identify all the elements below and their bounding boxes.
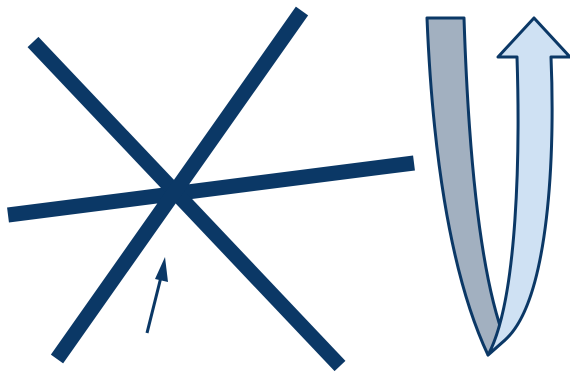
u-turn-arrow-icon xyxy=(427,18,570,355)
pointer-arrow-icon xyxy=(147,257,168,333)
pointer-arrow-head xyxy=(155,257,168,282)
intersecting-lines xyxy=(8,11,414,366)
u-turn-front-strip xyxy=(488,18,570,355)
u-turn-back-strip xyxy=(427,18,505,355)
line-horizontal xyxy=(8,163,414,215)
pointer-arrow-shaft xyxy=(147,277,161,333)
